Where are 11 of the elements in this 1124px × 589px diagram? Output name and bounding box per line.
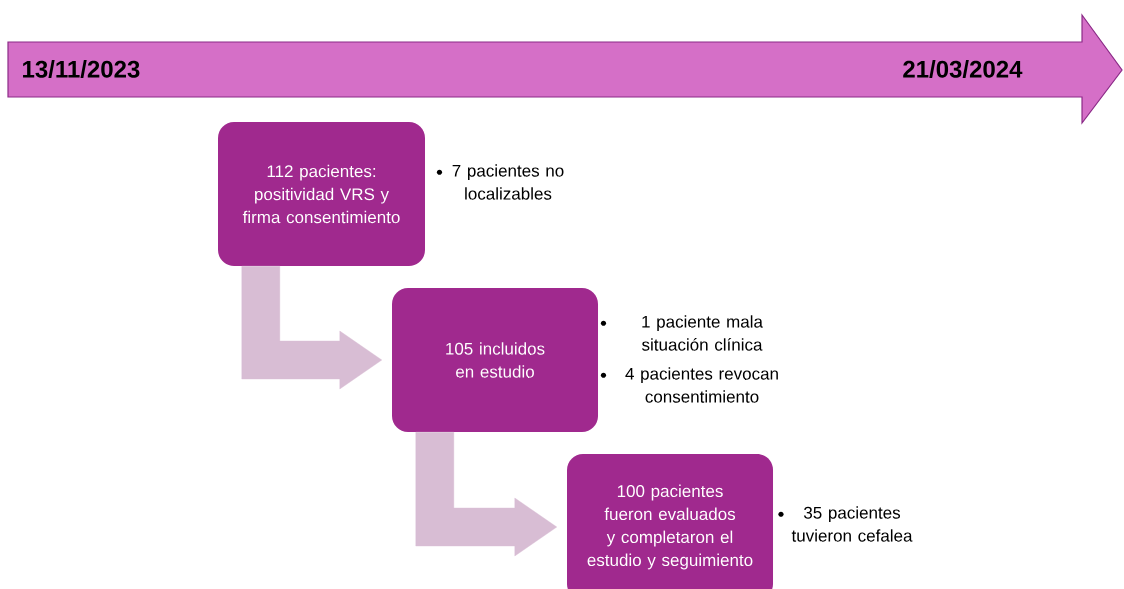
process-box: 112 pacientes: positividad VRS y firma consentimiento: [218, 122, 425, 266]
date-label: 21/03/2024: [903, 60, 1023, 78]
bullet-note: 35 pacientes tuvieron cefalea: [791, 506, 913, 542]
bent-arrow: [415, 432, 557, 557]
bullet-note: 7 pacientes no localizables: [452, 164, 564, 200]
date-label: 13/11/2023: [23, 60, 140, 78]
process-box: 100 pacientes fueron evaluados y completaron el estudio y seguimiento: [567, 454, 773, 589]
bent-arrow: [241, 266, 382, 390]
process-box: 105 incluidos en estudio: [392, 288, 598, 432]
bullet-note: 4 pacientes revocan consentimiento: [625, 367, 778, 403]
bullet-note: 1 paciente mala situación clínica: [642, 315, 763, 351]
